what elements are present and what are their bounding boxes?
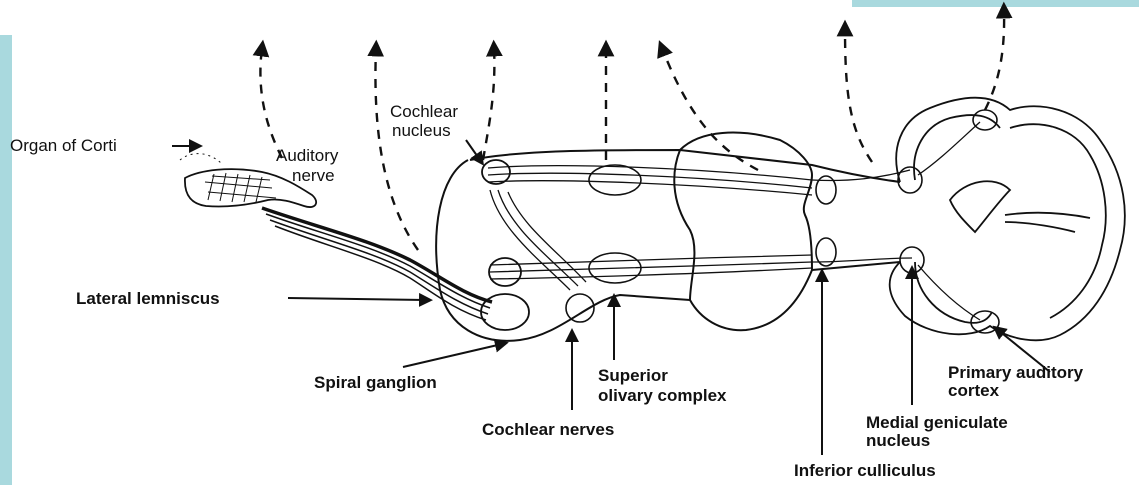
label-primary-auditory-1: Primary auditory [948,363,1084,382]
label-lateral-lemniscus: Lateral lemniscus [76,289,220,308]
thalamocortical-lower [918,265,980,320]
projection-arrows [260,10,1004,250]
cerebrum-outline [890,98,1125,341]
medial-geniculate-lower [900,247,924,273]
auditory-nerve-bundle [262,208,492,320]
label-cochlear-nucleus-1: Cochlear [390,102,458,121]
label-auditory-nerve-1: Auditory [276,146,339,165]
olivary-upper [589,165,641,195]
label-spiral-ganglion: Spiral ganglion [314,373,437,392]
thalamocortical-upper [918,122,980,175]
cochlear-nucleus-upper [482,160,510,184]
label-superior-olivary-2: olivary complex [598,386,727,405]
label-organ-of-corti: Organ of Corti [10,136,117,155]
label-medial-geniculate-1: Medial geniculate [866,413,1008,432]
label-primary-auditory-2: cortex [948,381,1000,400]
primary-auditory-cortex-upper [973,110,997,130]
medial-geniculate-upper [898,167,922,193]
label-auditory-nerve-2: nerve [292,166,335,185]
label-inferior-colliculus: Inferior culliculus [794,461,936,480]
brainstem-pathways [488,166,912,290]
label-superior-olivary-1: Superior [598,366,668,385]
label-medial-geniculate-2: nucleus [866,431,930,450]
left-frame-accent [0,35,12,485]
label-cochlear-nucleus-2: nucleus [392,121,451,140]
label-cochlear-nerves: Cochlear nerves [482,420,614,439]
spiral-ganglion-body [481,294,529,330]
top-right-frame-accent [852,0,1139,7]
